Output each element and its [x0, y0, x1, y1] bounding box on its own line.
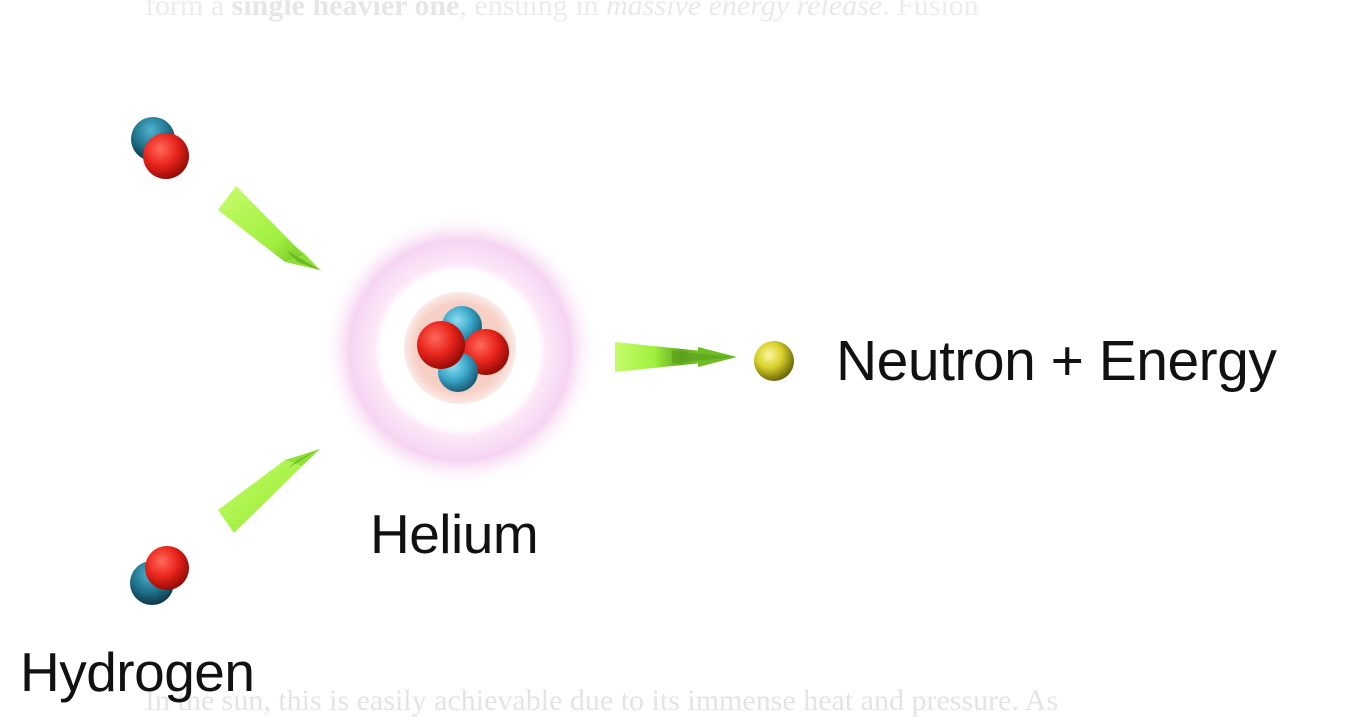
arrow-top-icon: [218, 186, 322, 271]
neutron-energy-label: Neutron + Energy: [836, 329, 1277, 393]
hydrogen-atom-bottom-icon: [130, 546, 189, 605]
hydrogen-label: Hydrogen: [20, 641, 255, 703]
helium-nucleus-icon: [417, 306, 509, 392]
hydrogen-atom-top-icon: [131, 117, 189, 179]
arrow-right-icon: [615, 342, 737, 372]
arrow-bottom-icon: [218, 448, 321, 533]
background-text-bottom: In the sun, this is easily achievable du…: [145, 684, 1059, 717]
helium-label: Helium: [370, 503, 539, 565]
background-text-top: form a single heavier one, ensuing in ma…: [145, 0, 979, 22]
neutron-particle-icon: [754, 341, 794, 381]
